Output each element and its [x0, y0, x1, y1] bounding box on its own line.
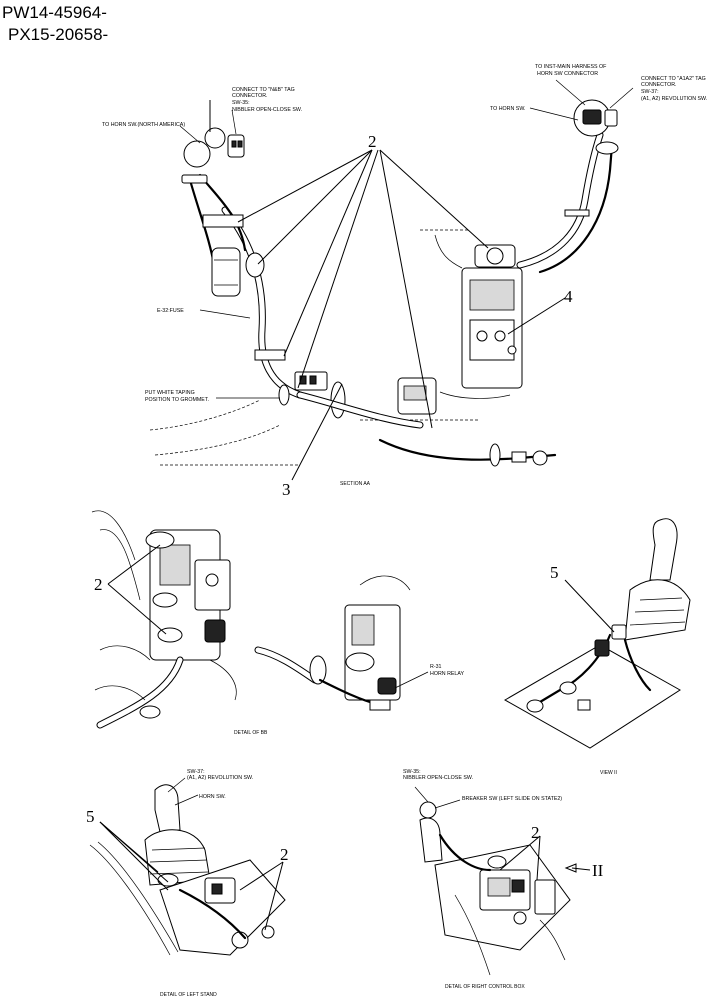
callout-3: 3	[282, 480, 291, 499]
label-a1a2-tag-2: CONNECTOR.	[641, 82, 677, 88]
callout-2-left-stand: 2	[280, 845, 289, 864]
left-stand-drawing	[89, 784, 286, 956]
callout-5-left-stand: 5	[86, 807, 95, 826]
relay-leader	[394, 671, 429, 689]
callout-2-section-aa: 2	[368, 132, 377, 151]
view-ii-direction-label: II	[592, 861, 604, 880]
label-nb-tag: CONNECT TO "N&B" TAG	[232, 87, 295, 93]
left-stand-leaders	[99, 777, 284, 931]
section-aa-label-leaders	[179, 79, 634, 399]
label-left-sw37-code: SW-37:	[187, 769, 205, 775]
section-aa-callout-2-leaders	[237, 149, 489, 429]
caption-section-aa: SECTION AA	[340, 481, 371, 487]
callout-4: 4	[564, 287, 573, 306]
label-to-horn: TO HORN SW.	[490, 106, 526, 112]
label-taping: PUT WHITE TAPING	[145, 390, 195, 396]
label-taping-2: POSITION TO GROMMET.	[145, 397, 209, 403]
callout-2-bb-leader-2	[107, 583, 167, 635]
callout-2-detail-bb: 2	[94, 575, 103, 594]
label-horn-north-america: TO HORN SW.(NORTH AMERICA)	[102, 122, 185, 128]
label-relay-code: R-31	[430, 664, 442, 670]
callout-2-bb-leader-1	[107, 544, 161, 585]
view-ii-drawing	[503, 518, 691, 749]
right-box-leaders	[414, 786, 541, 881]
label-breaker-sw: BREAKER SW (LEFT SLIDE ON STATE2)	[462, 796, 562, 802]
serial-range-line-1: PW14-45964-	[2, 3, 107, 22]
label-right-sw35-code: SW-35:	[403, 769, 421, 775]
detail-bb-relay-drawing	[254, 575, 411, 711]
label-relay-desc: HORN RELAY	[430, 671, 465, 677]
callout-3-leader	[291, 383, 343, 481]
label-inst-main: TO INST-MAIN HARNESS OF	[535, 64, 607, 70]
callout-4-leader	[507, 297, 566, 335]
section-aa-drawing	[149, 99, 619, 467]
caption-view-ii: VIEW II	[600, 770, 617, 776]
callout-5-view-ii: 5	[550, 563, 559, 582]
label-nb-tag-2: CONNECTOR.	[232, 93, 268, 99]
caption-detail-bb: DETAIL OF BB	[234, 730, 268, 736]
label-sw35-code: SW-35:	[232, 100, 250, 106]
label-left-sw37-desc: (A1, A2) REVOLUTION SW.	[187, 775, 253, 781]
detail-bb-drawing	[91, 510, 237, 729]
caption-right-box: DETAIL OF RIGHT CONTROL BOX	[445, 984, 525, 990]
label-sw37-code: SW-37:	[641, 89, 659, 95]
serial-range-line-2: PX15-20658-	[8, 25, 108, 44]
caption-left-stand: DETAIL OF LEFT STAND	[160, 992, 217, 998]
label-fuse: E-32:FUSE	[157, 308, 184, 314]
callout-2-right-box: 2	[531, 823, 540, 842]
label-sw35-desc: NIBBLER OPEN-CLOSE SW.	[232, 107, 302, 113]
label-sw37-desc: (A1, A2) REVOLUTION SW.	[641, 96, 707, 102]
label-inst-main-2: HORN SW CONNECTOR	[537, 71, 598, 77]
label-a1a2-tag: CONNECT TO "A1A2" TAG	[641, 76, 706, 82]
label-left-horn: HORN SW.	[199, 794, 226, 800]
callout-5-view-ii-leader	[564, 579, 615, 633]
label-right-sw35-desc: NIBBLER OPEN-CLOSE SW.	[403, 775, 473, 781]
right-box-drawing	[419, 801, 591, 976]
